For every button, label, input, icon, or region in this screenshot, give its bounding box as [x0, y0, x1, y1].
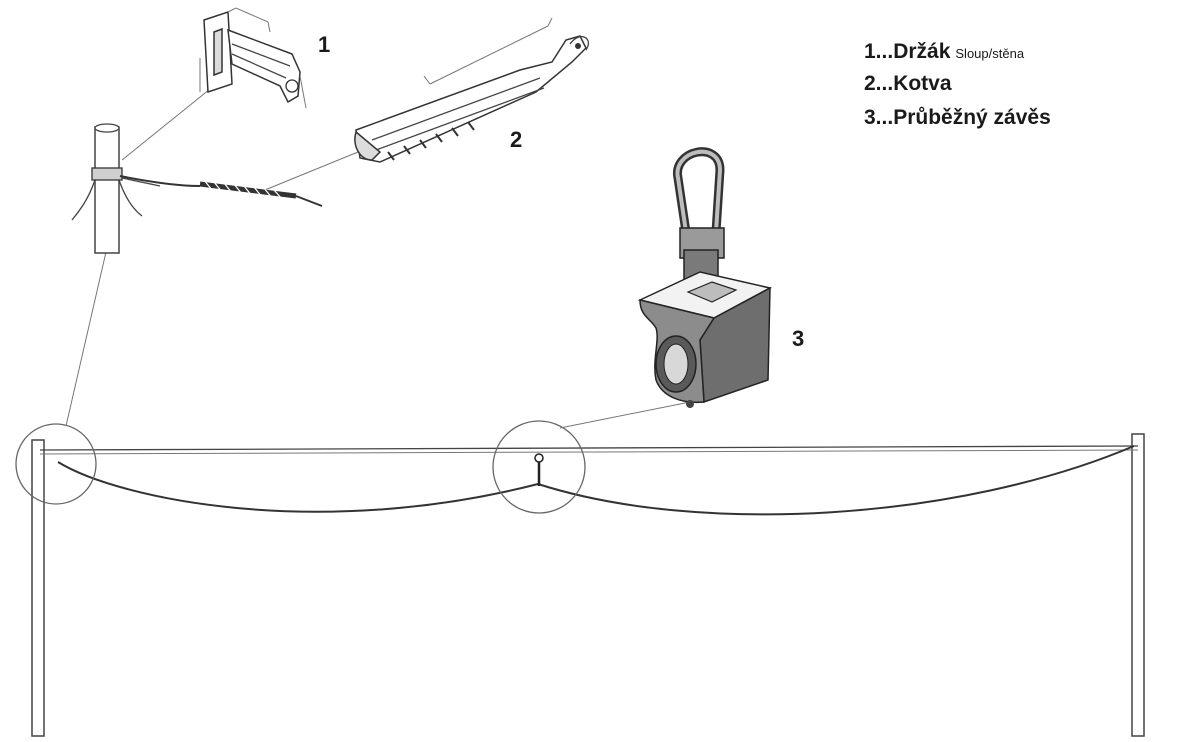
callout-number-holder: 1: [318, 32, 330, 57]
anchor-clamp-illustration: [354, 17, 589, 163]
messenger-cable: [39, 445, 1139, 455]
mid-hanger-point: [534, 453, 544, 486]
detail-circle-middle: [492, 420, 586, 514]
left-pole: [31, 439, 45, 737]
sagging-cable: [57, 445, 1135, 516]
callout-number-anchor: 2: [510, 127, 522, 152]
holder-bracket-illustration: [199, 7, 307, 109]
detail-circle-left: [15, 423, 97, 505]
leader-lines: [65, 84, 691, 429]
legend-item-anchor: 2...Kotva: [864, 72, 952, 95]
right-pole: [1131, 433, 1145, 737]
hanger-illustration: [637, 147, 773, 408]
pole-top-detail: [71, 123, 323, 254]
legend-item-hanger: 3...Průběžný závěs: [864, 106, 1051, 129]
callout-number-hanger: 3: [792, 326, 804, 351]
